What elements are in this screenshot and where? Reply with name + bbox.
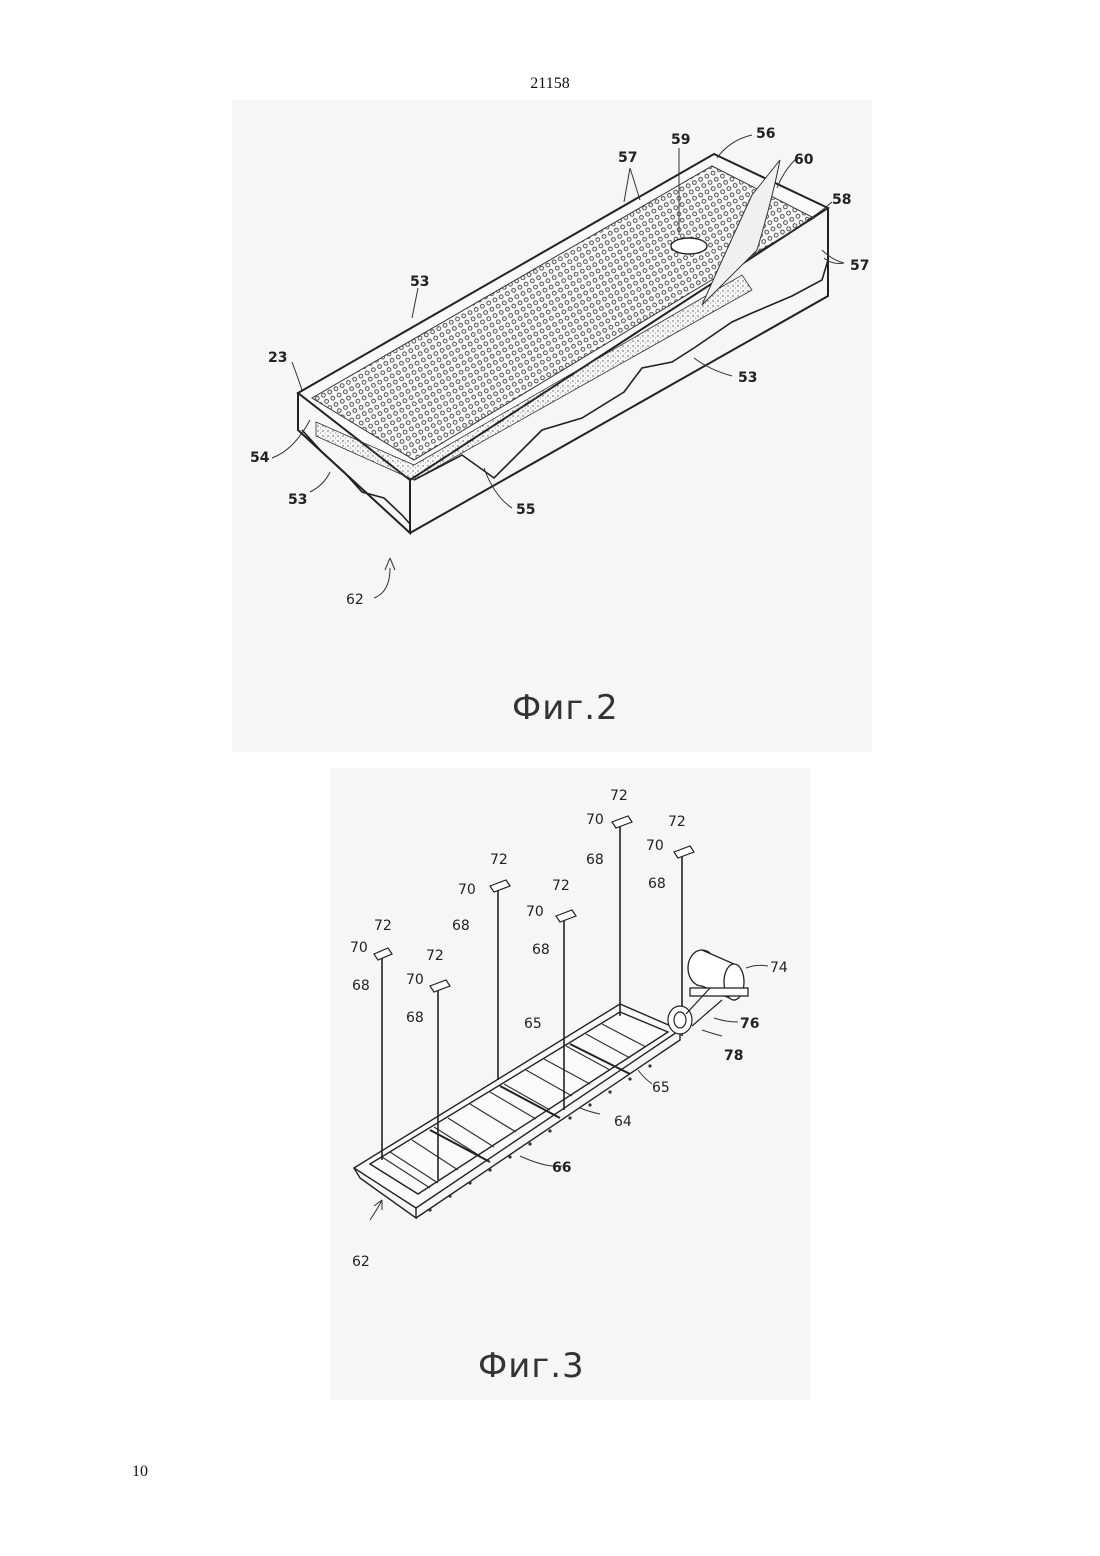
ref-66: 66 — [552, 1160, 571, 1176]
figure-3-drawing: 72 70 68 72 70 68 72 70 68 72 70 68 72 7… — [330, 768, 810, 1400]
ref-70-c: 70 — [458, 882, 476, 898]
opening-59 — [671, 238, 707, 254]
ref-72-d: 72 — [552, 878, 570, 894]
frame-64 — [354, 1004, 680, 1218]
ref-65-right: 65 — [652, 1080, 670, 1096]
ref-54: 54 — [250, 450, 270, 466]
ref-53-top: 53 — [410, 274, 429, 290]
motor-74 — [688, 950, 748, 1000]
ref-78: 78 — [724, 1048, 743, 1064]
ref-68-a: 68 — [352, 978, 370, 994]
ref-70-f: 70 — [646, 838, 664, 854]
ref-70-b: 70 — [406, 972, 424, 988]
ref-72-b: 72 — [426, 948, 444, 964]
document-number: 21158 — [0, 75, 1100, 93]
ref-58: 58 — [832, 192, 851, 208]
ref-70-d: 70 — [526, 904, 544, 920]
ref-64: 64 — [614, 1114, 632, 1130]
figure-2-caption: Фиг.2 — [512, 688, 619, 728]
ref-62-fig3: 62 — [352, 1254, 370, 1270]
ref-76: 76 — [740, 1016, 759, 1032]
ref-55: 55 — [516, 502, 535, 518]
ref-57-right: 57 — [850, 258, 869, 274]
ref-53-right: 53 — [738, 370, 757, 386]
ref-70-a: 70 — [350, 940, 368, 956]
ref-60: 60 — [794, 152, 814, 168]
figure-2-drawing: 53 57 59 56 60 58 57 53 23 54 53 55 62 — [232, 100, 872, 752]
ref-72-f: 72 — [668, 814, 686, 830]
figure-3: 72 70 68 72 70 68 72 70 68 72 70 68 72 7… — [330, 768, 810, 1400]
ref-72-c: 72 — [490, 852, 508, 868]
ref-68-f: 68 — [648, 876, 666, 892]
ref-72-e: 72 — [610, 788, 628, 804]
ref-62: 62 — [346, 592, 364, 608]
ref-59: 59 — [671, 132, 690, 148]
ref-68-e: 68 — [586, 852, 604, 868]
ref-53-left: 53 — [288, 492, 307, 508]
ref-23: 23 — [268, 350, 287, 366]
page-number: 10 — [132, 1463, 148, 1481]
ref-65-top: 65 — [524, 1016, 542, 1032]
ref-70-e: 70 — [586, 812, 604, 828]
figure-3-caption: Фиг.3 — [478, 1346, 585, 1386]
ref-74: 74 — [770, 960, 788, 976]
ref-56: 56 — [756, 126, 775, 142]
perforated-plate — [312, 166, 814, 460]
ref-68-d: 68 — [532, 942, 550, 958]
figure-2: 53 57 59 56 60 58 57 53 23 54 53 55 62 Ф… — [232, 100, 872, 752]
ref-57-top: 57 — [618, 150, 637, 166]
ref-68-c: 68 — [452, 918, 470, 934]
ref-68-b: 68 — [406, 1010, 424, 1026]
ref-72-a: 72 — [374, 918, 392, 934]
